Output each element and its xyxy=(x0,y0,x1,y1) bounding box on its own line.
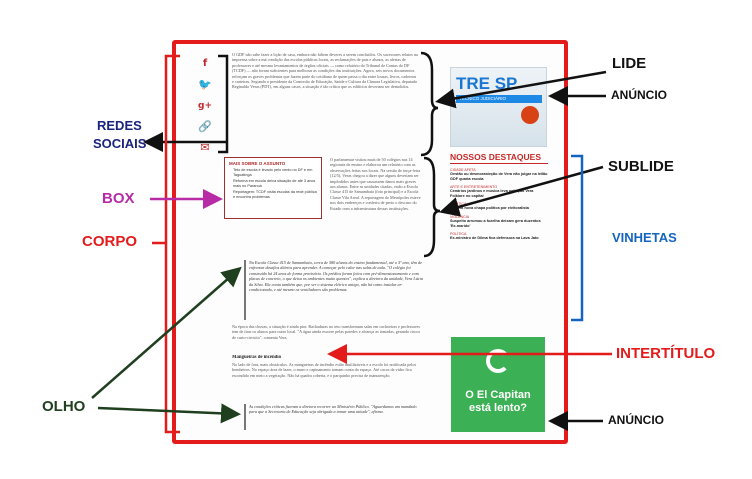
highlight-item[interactable]: Cidade AfetaGestão ou desmorasteção de V… xyxy=(450,168,548,181)
body-text: Na época das chuvas, a situação é ainda … xyxy=(232,324,421,340)
email-icon: ✉ xyxy=(200,141,210,154)
lide-text: O GDF não sabe fazer a lição de casa, em… xyxy=(232,52,418,90)
label-social-1: REDES xyxy=(97,118,142,133)
olho-quote-2: As condições críticas fizeram a diretora… xyxy=(244,404,425,430)
body-text-2: No lado de fora, mais obstáculos. As man… xyxy=(232,362,417,378)
vignettes-bracket xyxy=(571,154,584,322)
body-bracket xyxy=(164,54,180,434)
sublide-text: O parlamentar visitou mais de 50 colégio… xyxy=(330,157,421,211)
ad-top[interactable]: TRE SP TÉCNICO JUDICIÁRIO xyxy=(450,67,547,147)
highlight-category: Política xyxy=(450,232,467,237)
label-sublide: SUBLIDE xyxy=(608,158,674,175)
highlight-title: Gestão ou desmorasteção de Vera não julg… xyxy=(450,172,548,181)
box-item: Reportagem: TCDF visita escolas da rede … xyxy=(233,190,317,199)
highlight-title: Suspeito arrumou a fuzelha deixam gera d… xyxy=(450,218,541,228)
ad-bottom-line2: está lento? xyxy=(468,402,528,414)
highlights-heading: NOSSOS DESTAQUES xyxy=(450,152,548,164)
facebook-icon: f xyxy=(202,58,208,69)
highlight-title: Confira nova chapa política por eleitora… xyxy=(450,206,529,211)
highlight-item[interactable]: PolíticaEx-ministro de Dilma fica defens… xyxy=(450,232,548,241)
social-bracket xyxy=(218,54,229,154)
ad-top-badge xyxy=(521,106,539,124)
label-ad-top: ANÚNCIO xyxy=(611,88,667,102)
olho-quote: Na Escola Classe 415 de Samambaia, cerca… xyxy=(244,260,425,320)
twitter-icon: 🐦 xyxy=(198,78,212,91)
link-icon: 🔗 xyxy=(198,120,212,133)
box-item: Teto de escola é levado pelo vento no DF… xyxy=(233,168,313,177)
label-social-2: SOCIAIS xyxy=(93,136,147,151)
highlight-category: Arte e Entretenimento xyxy=(450,185,498,190)
ad-bottom-logo-icon xyxy=(486,349,510,373)
highlight-item[interactable]: Arte e EntretenimentoCenários jardinos e… xyxy=(450,185,548,198)
highlight-title: Ex-ministro de Dilma fica defensora na L… xyxy=(450,236,539,241)
ad-top-title: TRE SP xyxy=(456,74,518,93)
ad-top-subtitle: TÉCNICO JUDICIÁRIO xyxy=(456,95,542,103)
related-box: MAIS SOBRE O ASSUNTO Teto de escola é le… xyxy=(224,157,322,219)
highlight-category: Cidade Afeta xyxy=(450,168,476,172)
label-olho: OLHO xyxy=(42,398,86,415)
sublide-bracket xyxy=(423,156,441,258)
label-vignettes: VINHETAS xyxy=(612,230,677,245)
box-title: MAIS SOBRE O ASSUNTO xyxy=(229,161,286,166)
box-item: Reforma em escola deixa situação de até … xyxy=(233,179,316,188)
label-body: CORPO xyxy=(82,233,138,250)
label-ad-bottom: ANÚNCIO xyxy=(608,413,664,427)
sublide-arrow xyxy=(439,165,604,217)
intertitle-text: Mangueiras de incêndio xyxy=(232,355,282,360)
olho-arrow-1 xyxy=(91,266,242,399)
olho-arrow-2 xyxy=(97,403,241,424)
highlight-item[interactable]: ViolênciaSuspeito arrumou a fuzelha deix… xyxy=(450,215,548,228)
label-lide: LIDE xyxy=(612,55,647,72)
highlight-category: Violência xyxy=(450,214,470,219)
lide-arrow xyxy=(435,70,607,109)
lide-bracket xyxy=(420,51,439,157)
highlight-title: Cenários jardinos e música leva agitação… xyxy=(450,189,534,198)
google-plus-icon: g+ xyxy=(198,101,212,111)
label-box: BOX xyxy=(102,190,135,207)
ad-bottom-line1: O El Capitan xyxy=(465,389,531,401)
label-intertitle: INTERTÍTULO xyxy=(616,345,716,362)
